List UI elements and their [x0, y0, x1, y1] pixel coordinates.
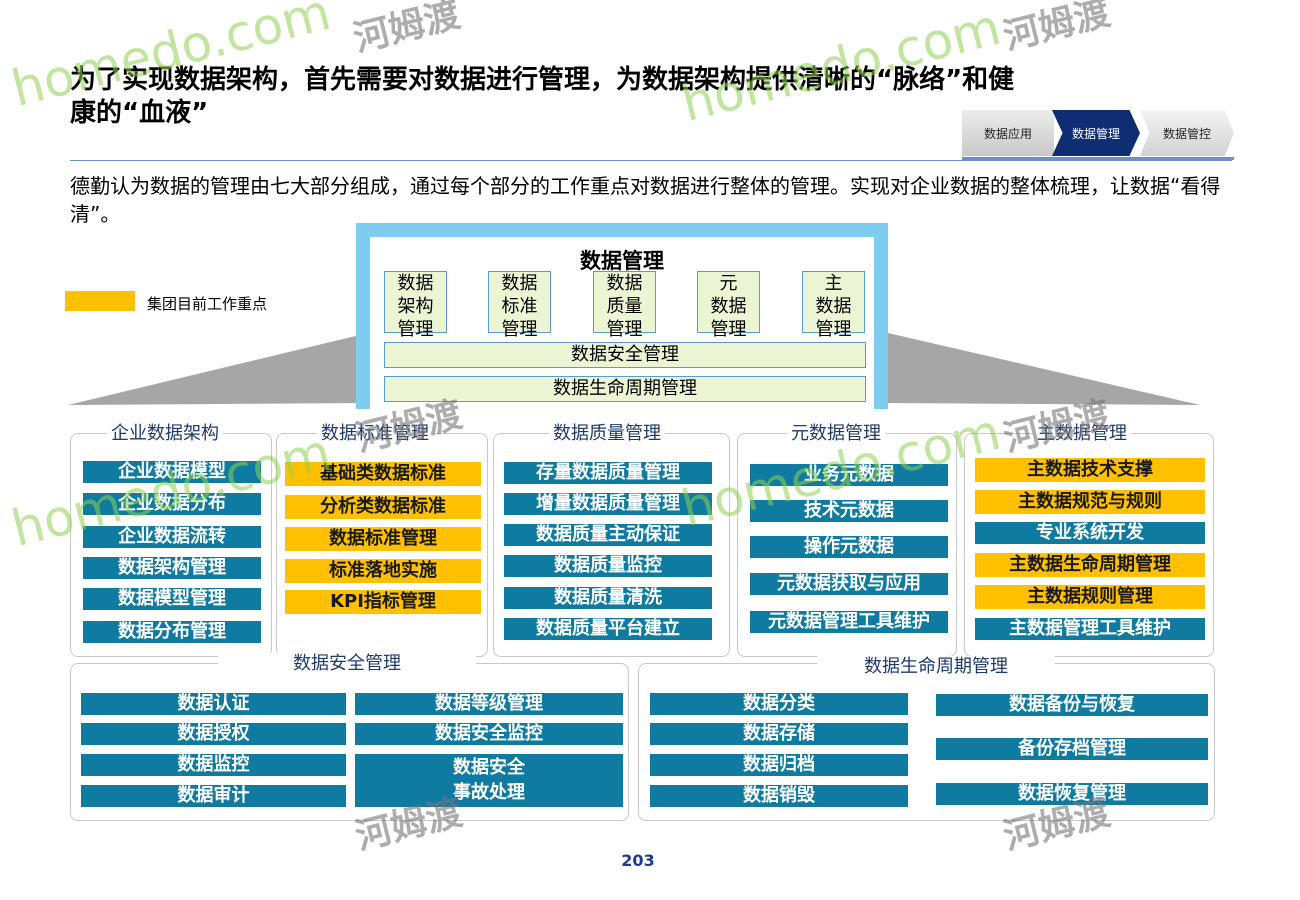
module-standard: 数据 标准 管理 [488, 271, 551, 340]
watermark-chinese: 河姆渡 [349, 0, 465, 61]
list-item-focus: 主数据规则管理 [975, 585, 1205, 609]
module-lifecycle: 数据生命周期管理 [384, 376, 866, 402]
list-item: 数据审计 [81, 785, 346, 807]
group-metadata: 元数据管理 业务元数据 技术元数据 操作元数据 元数据获取与应用 元数据管理工具… [737, 423, 957, 657]
list-item: 数据质量监控 [504, 555, 712, 577]
page-number: 203 [621, 851, 655, 870]
tab-data-application[interactable]: 数据应用 [962, 110, 1054, 156]
list-item: 数据质量主动保证 [504, 524, 712, 546]
group-master: 主数据管理 主数据技术支撑 主数据规范与规则 专业系统开发 主数据生命周期管理 … [964, 423, 1214, 657]
tab-data-governance[interactable]: 数据管控 [1140, 110, 1234, 156]
data-management-title: 数据管理 [580, 249, 664, 273]
group-standard: 数据标准管理 基础类数据标准 分析类数据标准 数据标准管理 标准落地实施 KPI… [276, 423, 488, 657]
list-item: 备份存档管理 [936, 738, 1208, 760]
group-title: 数据标准管理 [317, 423, 433, 445]
list-item: 数据模型管理 [83, 588, 261, 610]
list-item-focus: 主数据规范与规则 [975, 490, 1205, 514]
tab-data-management[interactable]: 数据管理 [1052, 110, 1140, 156]
list-item: 企业数据模型 [83, 461, 261, 483]
list-item: 专业系统开发 [975, 522, 1205, 544]
section-nav: 数据应用 数据管控 数据管理 [962, 106, 1234, 156]
list-item: 数据归档 [650, 754, 908, 776]
group-quality: 数据质量管理 存量数据质量管理 增量数据质量管理 数据质量主动保证 数据质量监控… [493, 423, 730, 657]
module-security: 数据安全管理 [384, 342, 866, 368]
group-architecture: 企业数据架构 企业数据模型 企业数据分布 企业数据流转 数据架构管理 数据模型管… [70, 423, 272, 657]
right-wing [888, 333, 1200, 405]
list-item: 数据授权 [81, 723, 346, 745]
group-lifecycle: 数据生命周期管理 数据分类 数据存储 数据归档 数据销毁 数据备份与恢复 备份存… [638, 656, 1215, 821]
list-item: 业务元数据 [750, 464, 948, 486]
list-item-focus: 数据标准管理 [285, 527, 481, 551]
page-title: 为了实现数据架构，首先需要对数据进行管理，为数据架构提供清晰的“脉络”和健康的“… [70, 65, 1015, 128]
list-item-focus: 分析类数据标准 [285, 495, 481, 519]
list-item: 数据安全监控 [355, 723, 623, 745]
list-item: 元数据管理工具维护 [750, 611, 948, 633]
list-item: 企业数据流转 [83, 526, 261, 548]
data-management-frame: 数据管理 数据 架构 管理 数据 标准 管理 数据 质量 管理 元 数据 管理 … [356, 223, 888, 409]
group-title: 数据质量管理 [549, 423, 665, 445]
module-master: 主 数据 管理 [802, 271, 865, 340]
list-item: 数据认证 [81, 693, 346, 715]
list-item: 数据架构管理 [83, 557, 261, 579]
list-item: 技术元数据 [750, 500, 948, 522]
group-title: 数据生命周期管理 [817, 656, 1055, 678]
list-item: 数据监控 [81, 754, 346, 776]
list-item: 数据存储 [650, 723, 908, 745]
list-item: 数据质量清洗 [504, 587, 712, 609]
title-divider [70, 160, 1232, 161]
list-item: 增量数据质量管理 [504, 493, 712, 515]
module-quality: 数据 质量 管理 [593, 271, 656, 340]
group-title: 元数据管理 [787, 423, 885, 445]
list-item-focus: 标准落地实施 [285, 559, 481, 583]
subtitle: 德勤认为数据的管理由七大部分组成，通过每个部分的工作重点对数据进行整体的管理。实… [70, 174, 1221, 226]
group-title: 数据安全管理 [218, 653, 476, 675]
group-title: 企业数据架构 [107, 423, 223, 445]
list-item: 数据销毁 [650, 785, 908, 807]
left-wing [68, 333, 368, 405]
list-item-focus: 基础类数据标准 [285, 462, 481, 486]
group-title: 主数据管理 [1033, 423, 1131, 445]
list-item: 数据分类 [650, 693, 908, 715]
module-metadata: 元 数据 管理 [697, 271, 760, 340]
list-item-focus: KPI指标管理 [285, 590, 481, 614]
module-architecture: 数据 架构 管理 [384, 271, 447, 340]
watermark-chinese: 河姆渡 [999, 0, 1115, 59]
list-item: 存量数据质量管理 [504, 462, 712, 484]
list-item: 主数据管理工具维护 [975, 618, 1205, 640]
legend-label: 集团目前工作重点 [147, 295, 268, 313]
nav-divider [962, 157, 1234, 160]
list-item: 企业数据分布 [83, 493, 261, 515]
list-item: 操作元数据 [750, 536, 948, 558]
list-item-focus: 主数据技术支撑 [975, 458, 1205, 482]
data-management-panel: 数据管理 数据 架构 管理 数据 标准 管理 数据 质量 管理 元 数据 管理 … [370, 237, 874, 409]
list-item: 数据质量平台建立 [504, 618, 712, 640]
list-item: 数据备份与恢复 [936, 694, 1208, 716]
list-item: 数据恢复管理 [936, 783, 1208, 805]
list-item: 数据等级管理 [355, 693, 623, 715]
list-item: 数据安全 事故处理 [355, 754, 623, 807]
list-item: 元数据获取与应用 [750, 573, 948, 595]
legend-swatch [65, 291, 135, 311]
grey-wings [68, 333, 1200, 405]
list-item: 数据分布管理 [83, 621, 261, 643]
group-security: 数据安全管理 数据认证 数据授权 数据监控 数据审计 数据等级管理 数据安全监控… [70, 653, 629, 821]
list-item-focus: 主数据生命周期管理 [975, 553, 1205, 577]
